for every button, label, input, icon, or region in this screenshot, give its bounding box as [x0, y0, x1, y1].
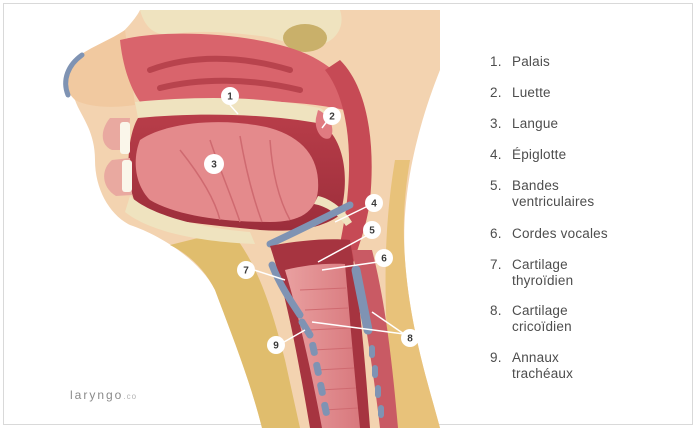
- marker-4-label: 4: [371, 199, 377, 210]
- legend-number: 2.: [490, 85, 512, 101]
- marker-3-label: 3: [211, 160, 217, 171]
- legend-number: 3.: [490, 116, 512, 132]
- legend-label-line-1: Cartilage: [512, 257, 573, 273]
- tracheal-ring: [372, 365, 378, 378]
- legend-label: Cordes vocales: [512, 226, 608, 242]
- brand-logo: laryngo.co: [70, 388, 137, 402]
- legend-number: 1.: [490, 54, 512, 70]
- legend-item-4: 4.Épiglotte: [490, 147, 566, 163]
- marker-5-label: 5: [369, 226, 375, 237]
- legend-label: Luette: [512, 85, 551, 101]
- marker-6: 6: [375, 249, 393, 267]
- marker-4: 4: [365, 194, 383, 212]
- legend-label: Palais: [512, 54, 550, 70]
- marker-9-label: 9: [273, 341, 279, 352]
- lower-teeth: [122, 160, 132, 192]
- marker-2: 2: [323, 107, 341, 125]
- legend-label: Épiglotte: [512, 147, 566, 163]
- tracheal-ring: [375, 385, 381, 398]
- legend-label-line-2: cricoïdien: [512, 319, 572, 335]
- legend-label-line-1: Annaux: [512, 350, 573, 366]
- marker-1: 1: [221, 87, 239, 105]
- legend-label-line-2: thyroïdien: [512, 273, 573, 289]
- legend-number: 5.: [490, 178, 512, 194]
- legend-label-line-1: Bandes: [512, 178, 594, 194]
- marker-1-label: 1: [227, 92, 233, 103]
- tracheal-ring: [369, 345, 375, 358]
- legend-number: 4.: [490, 147, 512, 163]
- legend-item-2: 2.Luette: [490, 85, 551, 101]
- marker-8-label: 8: [407, 334, 413, 345]
- brand-suffix: .co: [123, 392, 137, 401]
- tracheal-ring: [378, 405, 384, 418]
- marker-8: 8: [401, 329, 419, 347]
- legend-number: 6.: [490, 226, 512, 242]
- legend-label-line-2: trachéaux: [512, 366, 573, 382]
- marker-7-label: 7: [243, 266, 249, 277]
- upper-teeth: [120, 122, 130, 154]
- marker-9: 9: [267, 336, 285, 354]
- legend-item-6: 6.Cordes vocales: [490, 226, 608, 242]
- marker-5: 5: [363, 221, 381, 239]
- brand-name: laryngo: [70, 388, 123, 402]
- legend-label: Langue: [512, 116, 558, 132]
- marker-3: 3: [204, 154, 224, 174]
- marker-6-label: 6: [381, 254, 387, 265]
- legend-label-line-1: Cartilage: [512, 303, 572, 319]
- legend-label-line-2: ventriculaires: [512, 194, 594, 210]
- marker-2-label: 2: [329, 112, 335, 123]
- legend-number: 7.: [490, 257, 512, 273]
- legend-item-3: 3.Langue: [490, 116, 558, 132]
- legend-number: 9.: [490, 350, 512, 366]
- legend-number: 8.: [490, 303, 512, 319]
- marker-7: 7: [237, 261, 255, 279]
- legend-item-1: 1.Palais: [490, 54, 550, 70]
